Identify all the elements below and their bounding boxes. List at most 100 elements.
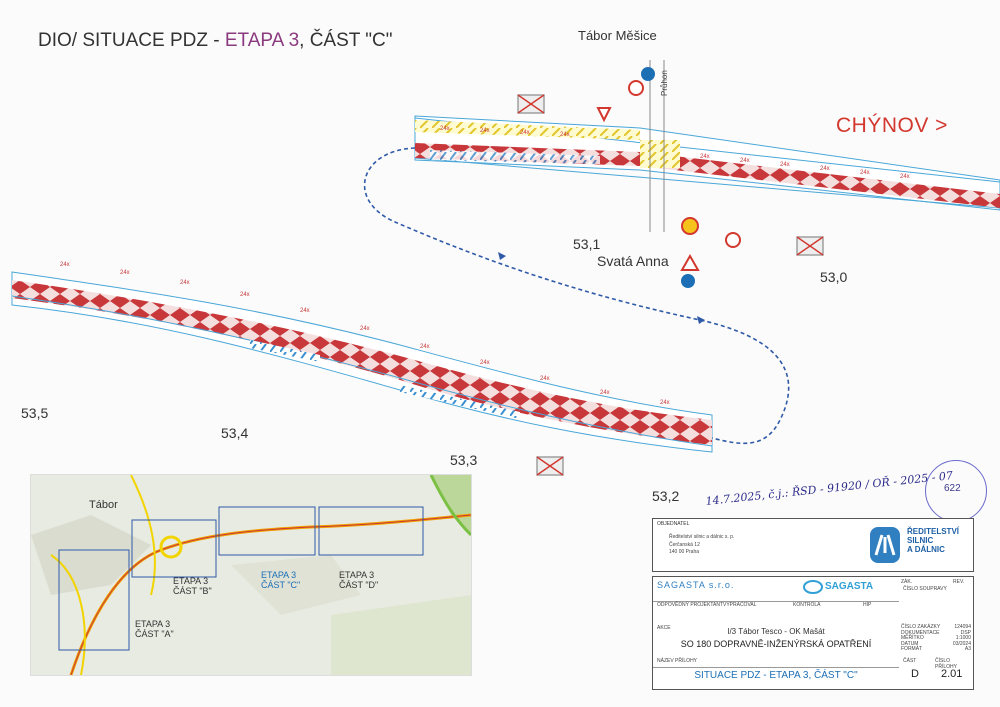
map-part-c-line1: ETAPA 3 [261, 570, 297, 580]
drawing-name: SITUACE PDZ - ETAPA 3, ČÁST "C" [653, 667, 899, 681]
svg-text:24x: 24x [860, 170, 870, 176]
svg-text:24x: 24x [240, 292, 250, 298]
meta-row: DATUM 03/2024 [901, 640, 971, 648]
km-53-3: 53,3 [450, 452, 478, 468]
chainage-ticks: 24x 24x 24x 24x 24x 24x 24x 24x 24x 24x 24x 24x 24… [60, 126, 910, 406]
svg-text:24x: 24x [600, 390, 610, 396]
map-part-c-line2: ČÁST "C" [261, 579, 301, 590]
client-name: Ředitelství silnic a dálnic s. p. [669, 534, 735, 540]
rsd-logo-icon [870, 527, 900, 563]
place-tabor-mesice: Tábor Měšice [578, 28, 657, 43]
client-address2: 140 00 Praha [669, 549, 700, 555]
km-53-2: 53,2 [652, 488, 680, 504]
meta-value: 124094 [954, 624, 971, 630]
meta-row: DOKUMENTACE DSP [901, 629, 971, 637]
svg-text:24x: 24x [480, 360, 490, 366]
svg-text:24x: 24x [60, 262, 70, 268]
svg-text:24x: 24x [420, 344, 430, 350]
meta-label: MĚŘÍTKO [901, 635, 924, 641]
lower-road [11, 271, 713, 453]
title-etapa: ETAPA 3 [224, 30, 300, 51]
overview-map-graphic [31, 475, 471, 675]
svg-text:24x: 24x [360, 326, 370, 332]
svg-text:24x: 24x [820, 166, 830, 172]
rsd-line2: SILNIC [907, 536, 934, 546]
map-city-tabor: Tábor [89, 499, 118, 511]
meta-value: 03/2024 [952, 640, 971, 647]
map-part-a-line1: ETAPA 3 [135, 619, 171, 629]
meta-value: A3 [964, 646, 971, 652]
svg-text:24x: 24x [480, 128, 490, 134]
map-part-d-line2: ČÁST "D" [339, 579, 379, 590]
sagasta-logo-icon [803, 580, 823, 594]
svg-text:24x: 24x [560, 132, 570, 138]
stavba-name: I/3 Tábor Tesco - OK Mašát [727, 627, 825, 636]
map-part-b-line1: ETAPA 3 [173, 576, 209, 586]
client-label: OBJEDNATEL [657, 521, 690, 527]
role-header-4: HIP [863, 602, 872, 608]
svg-text:24x: 24x [440, 126, 450, 132]
title-suffix: , ČÁST "C" [299, 30, 393, 51]
meta-label: DOKUMENTACE [901, 629, 940, 636]
rev-label: REV. [953, 579, 965, 585]
role-header-3: KONTROLA [793, 602, 821, 608]
svg-text:24x: 24x [120, 270, 130, 276]
title-block: SAGASTA s.r.o. SAGASTA ZÁK. REV. ČÍSLO S… [652, 576, 974, 690]
title-prefix: DIO/ SITUACE PDZ - [38, 30, 225, 51]
approval-stamp: 622 [925, 460, 987, 522]
client-address1: Čerčanská 12 [669, 542, 700, 548]
role-header-2: VYPRACOVAL [723, 602, 757, 608]
meta-row: FORMÁT A3 [901, 646, 971, 653]
meta-label: FORMÁT [901, 646, 923, 652]
meta-row: ČÍSLO ZAKÁZKY 124094 [901, 624, 971, 631]
km-53-5: 53,5 [21, 405, 49, 421]
stamp-number: 622 [944, 483, 961, 494]
map-part-a-line2: ČÁST "A" [135, 628, 174, 639]
rsd-line1: ŘEDITELSTVÍ [907, 527, 960, 536]
stavba-label: AKCE [657, 625, 671, 631]
page-title: DIO/ SITUACE PDZ - ETAPA 3, ČÁST "C" [38, 30, 393, 52]
detour-route [363, 147, 790, 445]
svg-text:24x: 24x [180, 280, 190, 286]
zak-label: ZÁK. [901, 579, 913, 585]
part-label: ČÁST [903, 658, 917, 664]
svg-text:24x: 24x [540, 376, 550, 382]
km-53-1: 53,1 [573, 236, 601, 252]
street-pruhon: Průhon [660, 70, 669, 96]
sheet-label: ČÍSLO PŘÍLOHY [935, 658, 957, 670]
objekt-name: SO 180 DOPRAVNĚ-INŽENÝRSKÁ OPATŘENÍ [680, 639, 872, 649]
role-header-1: ODPOVĚDNÝ PROJEKTANT [657, 602, 724, 608]
svg-text:24x: 24x [300, 308, 310, 314]
svg-text:24x: 24x [740, 158, 750, 164]
svg-text:24x: 24x [520, 130, 530, 136]
direction-chynov: CHÝNOV > [836, 114, 948, 137]
map-part-d-line1: ETAPA 3 [339, 570, 375, 580]
traffic-signs [596, 67, 741, 288]
company-logo: SAGASTA [825, 581, 874, 592]
km-53-4: 53,4 [221, 425, 249, 441]
svg-text:24x: 24x [700, 154, 710, 160]
meta-label: DATUM [901, 640, 919, 647]
km-53-0: 53,0 [820, 269, 848, 285]
drawing-name-label: NÁZEV PŘÍLOHY [657, 658, 698, 664]
part-value: D [911, 668, 919, 680]
client-block: OBJEDNATEL Ředitelství silnic a dálnic s… [652, 518, 974, 572]
removed-sign-marks [517, 94, 824, 476]
sheet-value: 2.01 [941, 668, 963, 680]
svg-text:24x: 24x [780, 162, 790, 168]
meta-value: DSP [960, 629, 971, 636]
meta-label: ČÍSLO ZAKÁZKY [901, 624, 941, 630]
svg-text:24x: 24x [900, 174, 910, 180]
sheet-small-label: ČÍSLO SOUPRAVY [903, 586, 947, 592]
map-part-b-line2: ČÁST "B" [173, 585, 212, 596]
roles-row: ODPOVĚDNÝ PROJEKTANT VYPRACOVAL KONTROLA… [653, 601, 899, 612]
rsd-line3: A DÁLNIC [907, 545, 945, 555]
rsd-logo-text: ŘEDITELSTVÍ SILNIC A DÁLNIC [907, 527, 959, 555]
